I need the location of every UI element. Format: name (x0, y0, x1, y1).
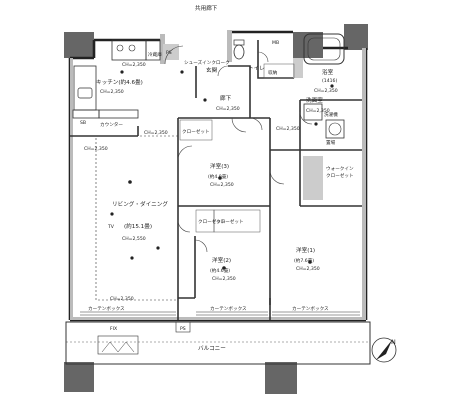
walkin-label-2: クローゼット (326, 172, 354, 179)
washer-label: 洗濯機 (324, 111, 338, 118)
washer-icon (328, 122, 342, 136)
bath-size: (1416) (322, 78, 337, 84)
room2-size: (約4.6畳) (210, 267, 230, 274)
living-ch-top: CH=2,350 (144, 130, 168, 136)
room3-size: (約4.0畳) (208, 173, 228, 180)
mb-label: MB (272, 40, 279, 46)
walkin-label: ウォークイン (326, 165, 354, 172)
kitchen-sink (73, 65, 97, 111)
closet-label: クローゼット (182, 128, 210, 135)
column-south (265, 362, 297, 394)
ps-label: PS (180, 326, 186, 332)
bathtub (303, 33, 345, 65)
column-nw (64, 32, 94, 58)
curtain-label-3: カーテンボックス (292, 305, 329, 312)
toilet-tank (233, 39, 245, 46)
sink-basin (77, 87, 93, 99)
bathtub-inner (307, 37, 341, 61)
tv-label: TV (107, 224, 115, 230)
ch-small-3: CH=2,350 (276, 126, 300, 132)
ch-small-4: CH=2,350 (314, 88, 338, 94)
room2-label: 洋室(2) (212, 256, 231, 264)
counter-label: カウンター (100, 121, 123, 128)
sb-label: SB (80, 120, 86, 126)
balcony-hatch (101, 341, 135, 353)
ps2-label: PS (166, 50, 172, 56)
ch-small-5: CH=2,350 (110, 296, 134, 302)
living-size: (約15.1畳) (124, 222, 152, 230)
column-sw (64, 362, 94, 392)
balcony-unit (97, 335, 139, 355)
burner-icon (128, 44, 136, 52)
room3-label: 洋室(3) (210, 162, 229, 170)
ch-small-2: CH=2,350 (84, 146, 108, 152)
balcony-outline (65, 321, 371, 365)
north-label: N (391, 338, 396, 346)
balcony-label: バルコニー (198, 345, 226, 352)
closet-hatch (179, 63, 295, 233)
hall-ch: CH=2,350 (216, 106, 240, 112)
corridor-label: 共用廊下 (195, 4, 218, 12)
column-ne (344, 24, 368, 50)
room1-label: 洋室(1) (296, 246, 315, 254)
room3-ch: CH=2,350 (210, 182, 234, 188)
door-swings (164, 45, 313, 253)
washroom-label: 洗面室 (306, 96, 323, 104)
room1-ch: CH=2,350 (296, 266, 320, 272)
washer-label-2: 置場 (326, 139, 336, 146)
storage-label: 収納 (268, 69, 278, 76)
light-fixtures (110, 70, 334, 270)
shoes-label: シューズインクローク (184, 59, 230, 66)
room2-ch: CH=2,350 (212, 276, 236, 282)
wash-basin (303, 103, 323, 121)
entrance-label: 玄関 (206, 66, 218, 74)
wall-shading (70, 30, 366, 320)
living-label: リビング・ダイニング (112, 200, 168, 208)
interior-walls (70, 40, 362, 320)
kitchen-ch2: CH=2,350 (122, 62, 146, 68)
room1-size: (約7.6畳) (294, 257, 314, 264)
kitchen-ch: CH=2,350 (100, 89, 124, 95)
kitchen-label: キッチン(約4.6畳) (96, 78, 143, 86)
ps2-shade (293, 58, 303, 78)
washer-space (325, 119, 345, 139)
closet-label-3: クローゼット (198, 218, 226, 225)
counter-bar (98, 109, 139, 119)
window-lines (80, 311, 360, 316)
hall-label: 廊下 (220, 94, 232, 102)
burner-icon (116, 44, 124, 52)
north-arrow (371, 337, 397, 363)
utility-shade (303, 156, 323, 200)
closet-label-2: クローゼット (216, 218, 244, 225)
fridge-space (145, 39, 161, 61)
toilet-label: トイレ (248, 66, 265, 72)
curtain-label-1: カーテンボックス (88, 305, 125, 312)
bath-label: 浴室 (322, 68, 334, 76)
living-ch: CH=2,550 (122, 236, 146, 242)
ps-box (175, 321, 191, 333)
fridge-label: 冷蔵庫 (148, 51, 162, 58)
curtain-label-2: カーテンボックス (210, 305, 247, 312)
fix-label: FIX (110, 326, 117, 332)
washroom-ch: CH=2,350 (306, 108, 330, 114)
